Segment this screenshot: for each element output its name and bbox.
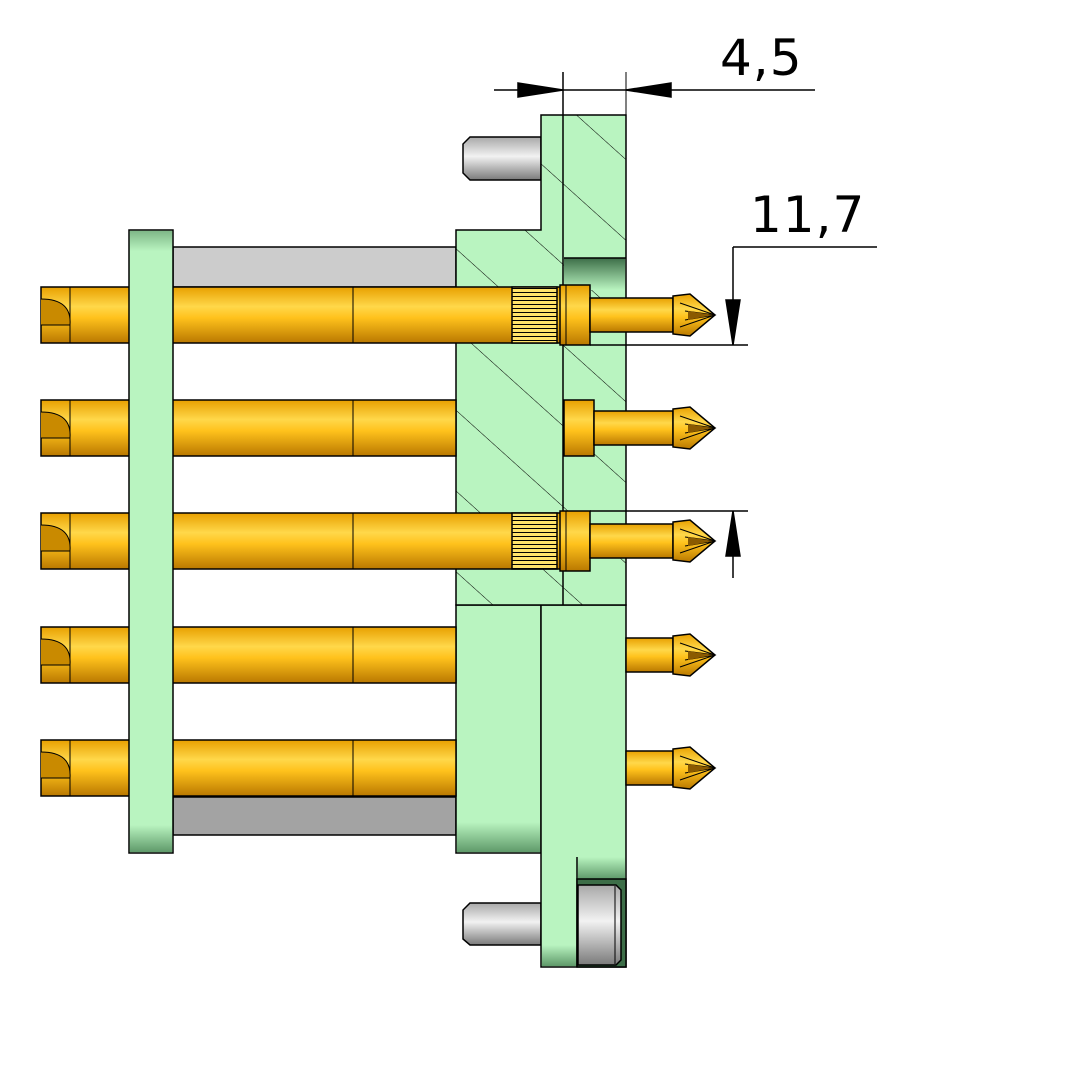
pin-collar [563, 399, 595, 457]
pin-body [40, 512, 564, 570]
dowel-pin-top [462, 136, 542, 181]
pin-collar [559, 510, 591, 572]
pin-crown-shadow [688, 311, 713, 320]
pin-crown-shadow [688, 764, 713, 773]
pin-plunger [625, 637, 674, 673]
pin-body [40, 739, 457, 797]
pin-body [40, 286, 564, 344]
dimension-label-4-5: 4,5 [720, 29, 803, 87]
pin-plunger [589, 523, 674, 559]
pin-body [40, 626, 457, 684]
pin-body [40, 399, 457, 457]
pin-knurl [511, 286, 558, 344]
pin-knurl [511, 512, 558, 570]
pin-plunger [625, 750, 674, 786]
spacer-top [172, 246, 457, 288]
dimension-label-11-7: 11,7 [750, 186, 866, 244]
pin-end-dome [40, 751, 71, 779]
dowel-pin-bottom [462, 902, 542, 946]
pin-crown-shadow [688, 424, 713, 433]
screw-head [577, 884, 622, 966]
pin-crown-shadow [688, 651, 713, 660]
pin-end-dome [40, 524, 71, 552]
pin-end-dome [40, 638, 71, 666]
lower-block-left [455, 604, 542, 854]
dimension-4-5 [494, 82, 815, 98]
pin-end-dome [40, 298, 71, 326]
pin-plunger [593, 410, 674, 446]
dimension-11-7 [590, 246, 877, 578]
pin-collar [559, 284, 591, 346]
pin-plunger [589, 297, 674, 333]
spacer-bottom [172, 796, 457, 836]
pin-end-dome [40, 411, 71, 439]
left-plate [128, 229, 174, 854]
pin-crown-shadow [688, 537, 713, 546]
